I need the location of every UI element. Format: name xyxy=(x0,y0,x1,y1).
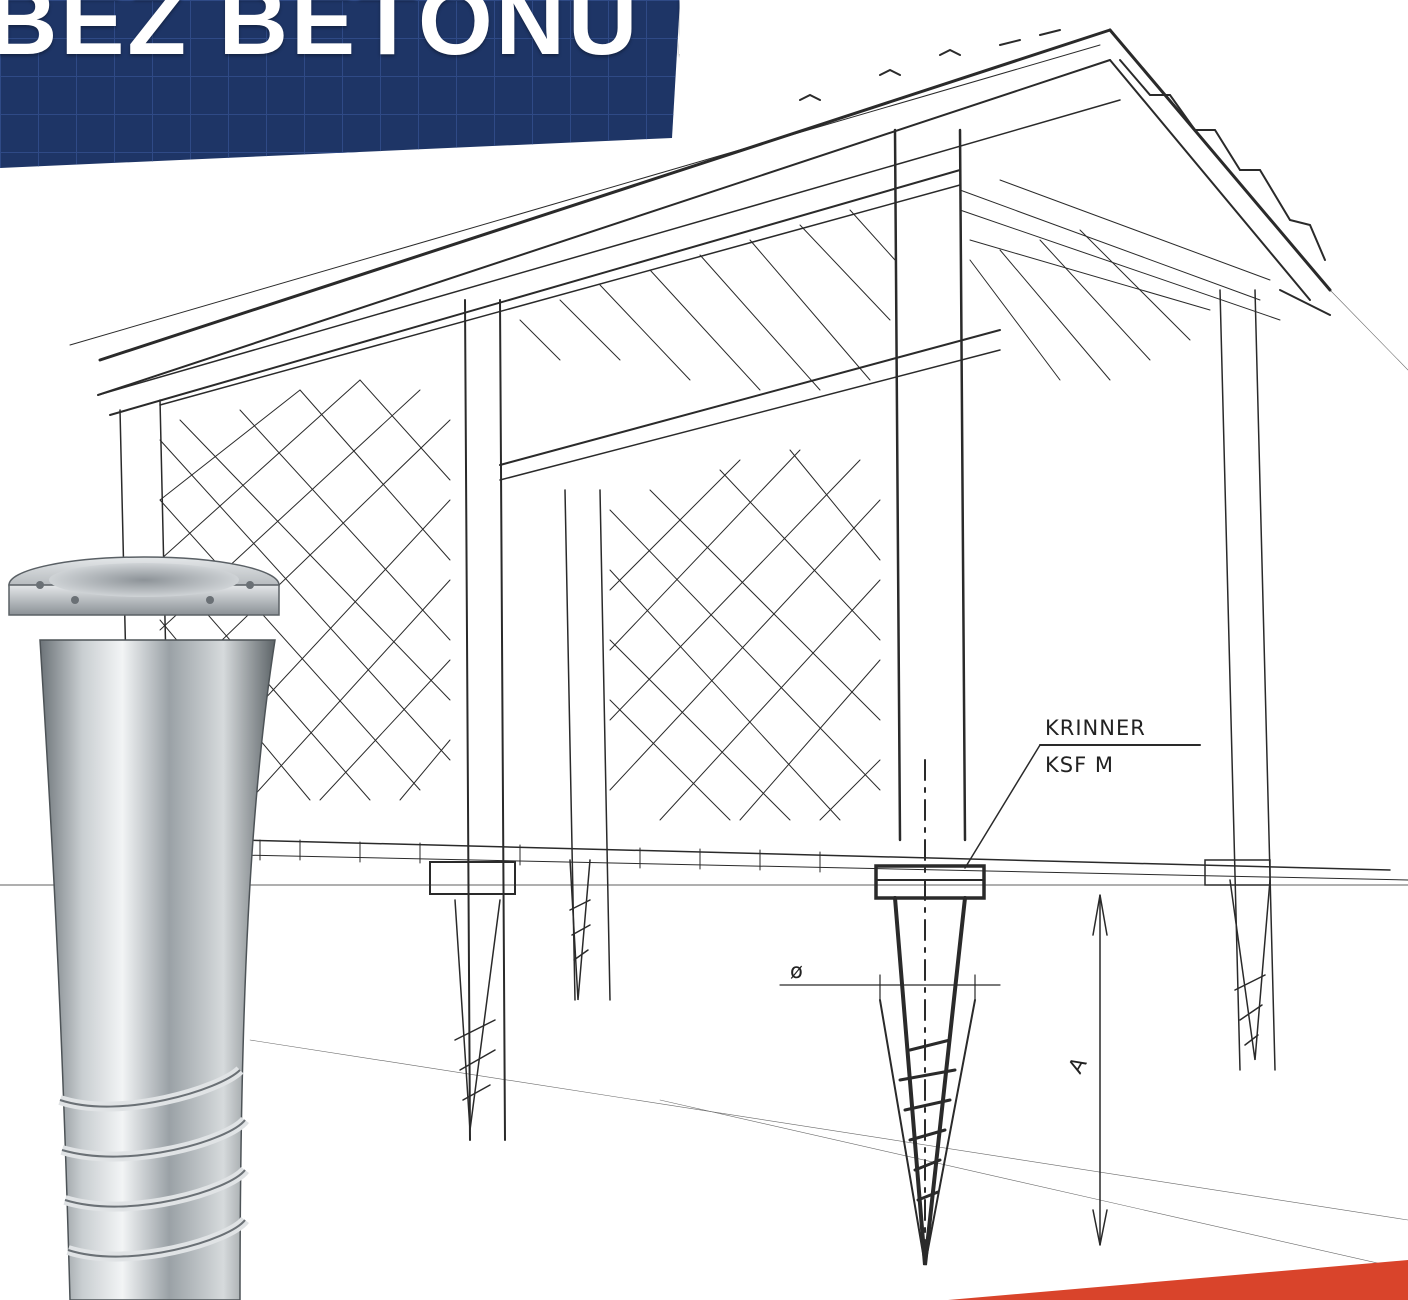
label-brand: KRINNER xyxy=(1045,716,1146,740)
label-model: KSF M xyxy=(1045,753,1114,777)
post-back-right xyxy=(1219,289,1276,1071)
ground-screw-head-center xyxy=(874,864,986,900)
roof-front-edge xyxy=(98,28,1112,362)
post-front-center xyxy=(893,128,967,842)
title-banner: BEZ BETONU ! xyxy=(0,0,680,168)
label-leader xyxy=(964,744,1041,869)
roof-side-edge xyxy=(1108,28,1332,292)
lattice-panel-center xyxy=(609,449,881,821)
deck-line xyxy=(239,839,1391,871)
accent-bar xyxy=(948,1260,1408,1300)
post-front-left xyxy=(464,299,506,1141)
fascia-beam xyxy=(97,99,1121,396)
ground-screw-center xyxy=(879,759,976,1266)
diameter-symbol: ø xyxy=(790,959,804,983)
banner-title: BEZ BETONU ! xyxy=(0,0,680,75)
